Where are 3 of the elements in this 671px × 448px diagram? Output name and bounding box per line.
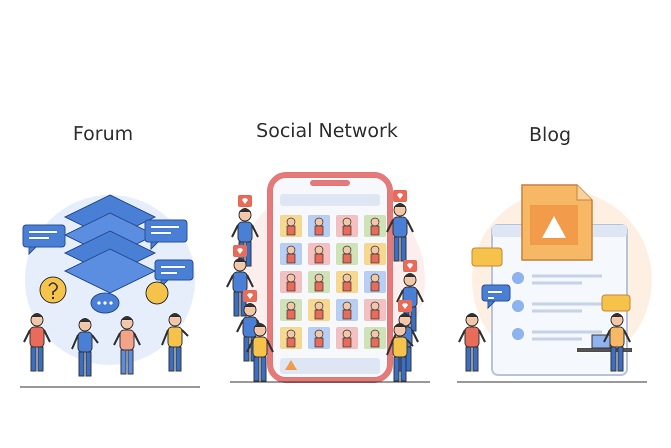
- section-heading: Forum: [72, 123, 134, 145]
- section-heading: Social Network: [256, 120, 398, 142]
- section-heading: Blog: [529, 124, 571, 146]
